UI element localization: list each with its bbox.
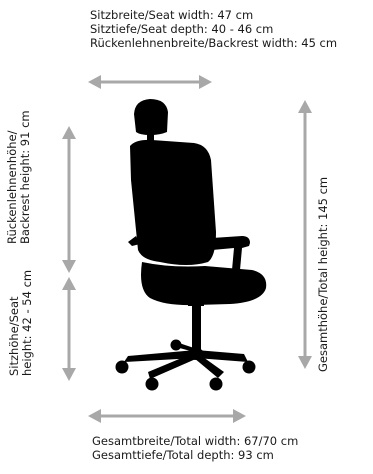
total-width-label: Gesamtbreite/Total width: 67/70 cm bbox=[92, 434, 299, 448]
double-arrow-vertical-icon bbox=[62, 126, 76, 273]
double-arrow-horizontal-icon bbox=[88, 75, 212, 89]
top-dimension-labels: Sitzbreite/Seat width: 47 cm Sitztiefe/S… bbox=[90, 8, 337, 50]
bottom-dimension-labels: Gesamtbreite/Total width: 67/70 cm Gesam… bbox=[92, 434, 298, 462]
double-arrow-vertical-icon bbox=[298, 100, 312, 369]
double-arrow-horizontal-icon bbox=[88, 409, 246, 423]
seat-depth-label: Sitztiefe/Seat depth: 40 - 46 cm bbox=[90, 22, 274, 36]
double-arrow-vertical-icon bbox=[62, 277, 76, 381]
seat-width-label: Sitzbreite/Seat width: 47 cm bbox=[90, 8, 254, 22]
backrest-width-label: Rückenlehnenbreite/Backrest width: 45 cm bbox=[90, 36, 338, 50]
total-depth-label: Gesamttiefe/Total depth: 93 cm bbox=[92, 448, 274, 462]
office-chair-silhouette-icon bbox=[115, 99, 267, 391]
